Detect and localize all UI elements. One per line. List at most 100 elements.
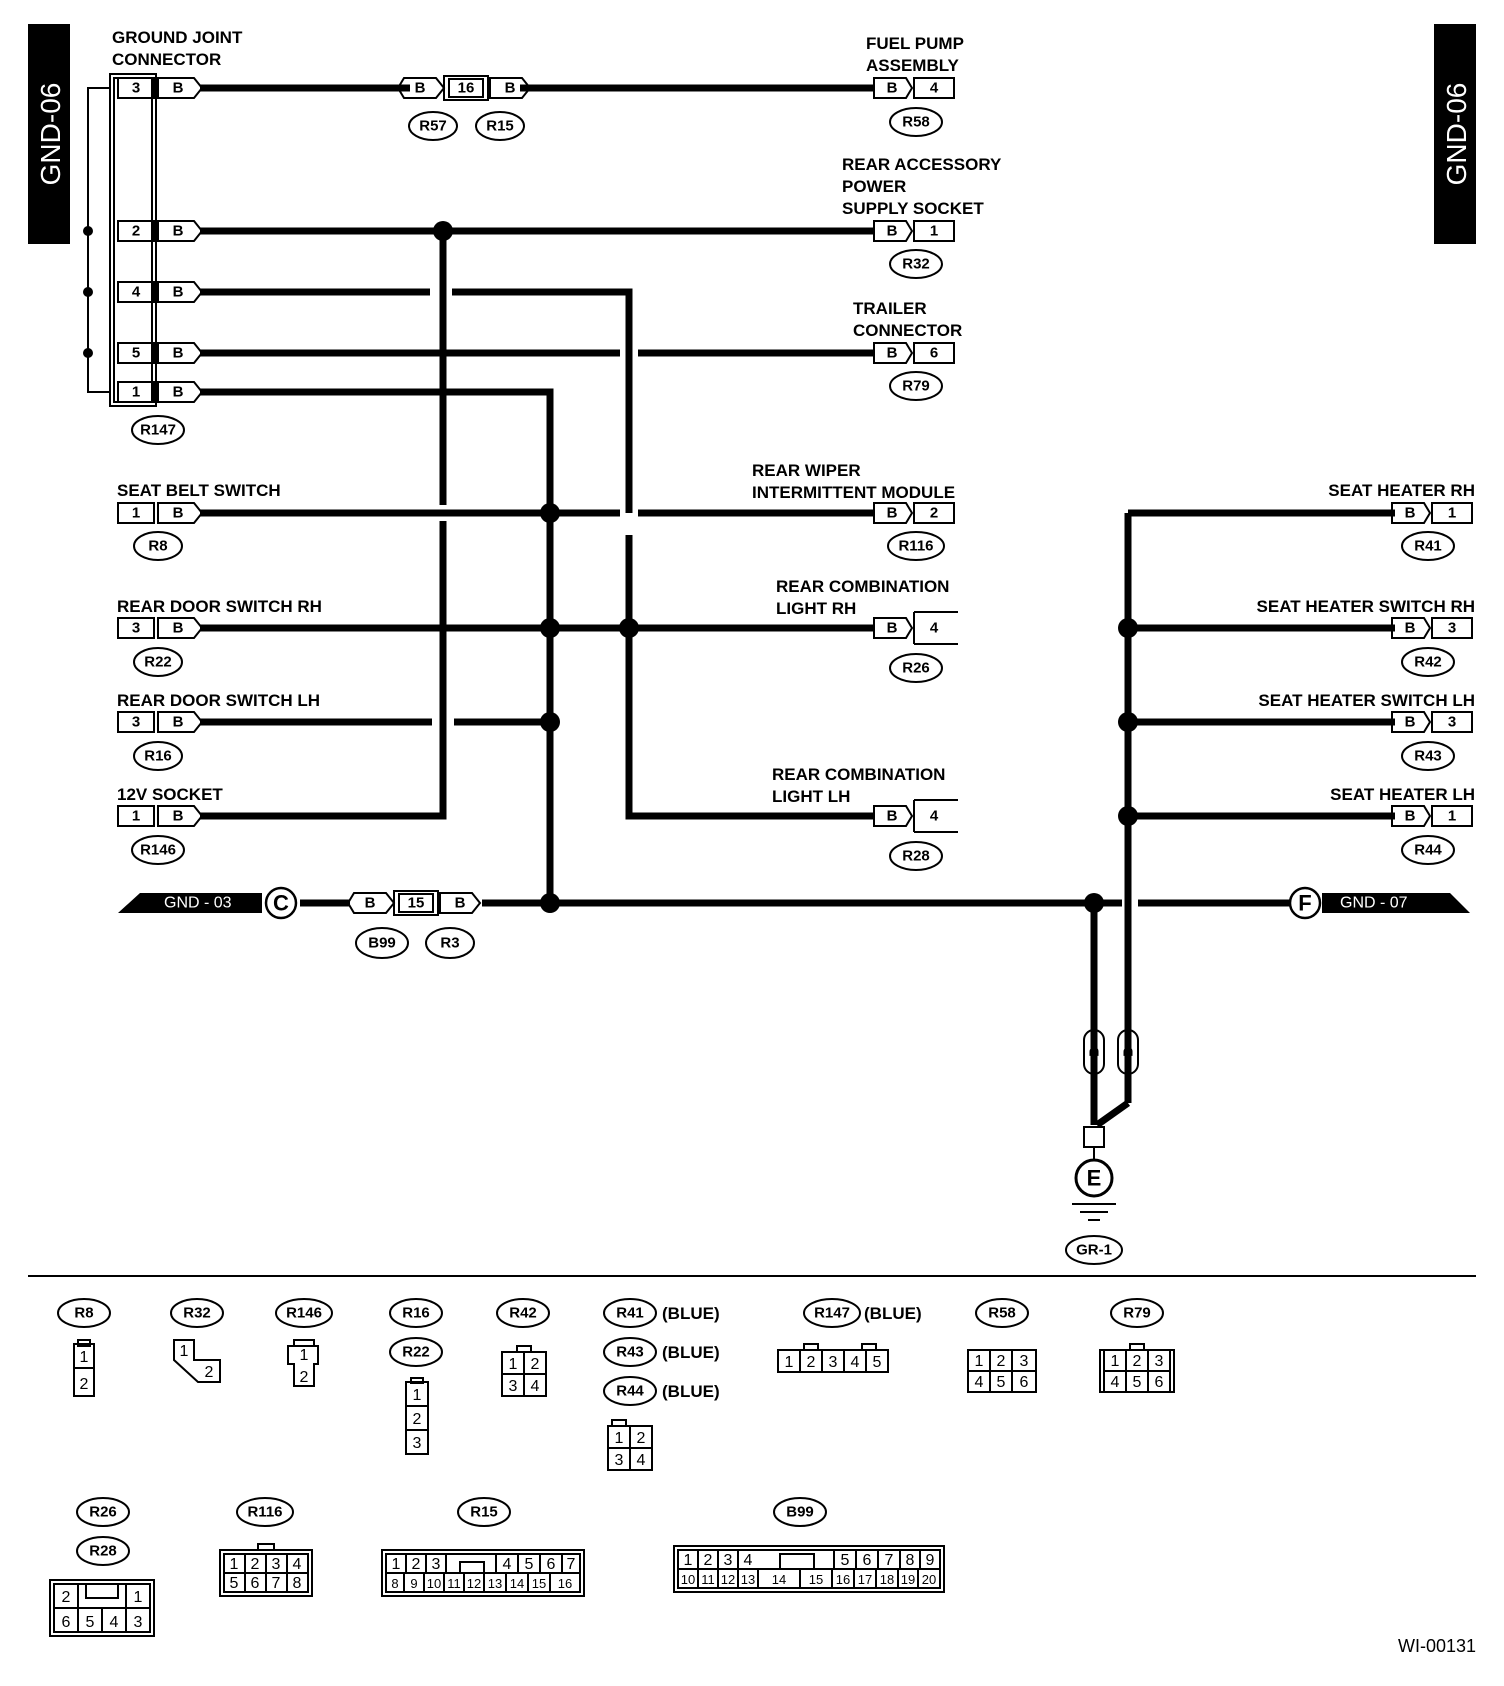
seat-heater-switch-lh-connector: SEAT HEATER SWITCH LH B 3 R43 (1258, 691, 1475, 771)
svg-text:1: 1 (180, 1343, 189, 1360)
svg-text:R43: R43 (1414, 748, 1442, 765)
svg-text:(BLUE): (BLUE) (662, 1304, 720, 1323)
svg-text:INTERMITTENT MODULE: INTERMITTENT MODULE (752, 483, 955, 502)
svg-text:3: 3 (413, 1435, 422, 1452)
svg-text:2: 2 (930, 505, 938, 522)
svg-text:16: 16 (558, 1576, 572, 1591)
seat-belt-connector: SEAT BELT SWITCH 1 B R8 (117, 481, 281, 561)
svg-text:14: 14 (772, 1572, 786, 1587)
svg-text:R42: R42 (509, 1305, 537, 1322)
seat-heater-switch-rh-connector: SEAT HEATER SWITCH RH B 3 R42 (1257, 597, 1475, 677)
svg-text:11: 11 (701, 1572, 715, 1587)
svg-text:9: 9 (926, 1552, 935, 1569)
svg-text:B: B (1087, 1047, 1102, 1056)
rear-door-lh-connector: REAR DOOR SWITCH LH 3 B R16 (117, 691, 320, 771)
svg-text:1: 1 (1448, 808, 1456, 825)
svg-text:4: 4 (1111, 1374, 1120, 1391)
svg-text:R79: R79 (1123, 1305, 1151, 1322)
svg-text:4: 4 (637, 1452, 646, 1469)
svg-text:14: 14 (510, 1576, 524, 1591)
svg-text:3: 3 (132, 620, 140, 637)
svg-text:6: 6 (930, 345, 938, 362)
ground-wire-tags: B B (1083, 1029, 1139, 1075)
svg-text:B99: B99 (368, 935, 396, 952)
svg-text:3: 3 (272, 1556, 281, 1573)
rear-comb-rh-connector: REAR COMBINATION LIGHT RH B 4 R26 (776, 577, 958, 683)
faceplate-b99: B99 1 2 3 4 5 6 7 8 9 10 11 12 13 14 15 … (673, 1497, 945, 1593)
svg-text:6: 6 (547, 1556, 556, 1573)
svg-text:2: 2 (997, 1353, 1006, 1370)
svg-text:5: 5 (525, 1556, 534, 1573)
svg-text:B: B (173, 505, 184, 522)
svg-text:15: 15 (408, 895, 425, 912)
joint-pin-row-4: 4 B (117, 281, 204, 303)
svg-text:SEAT HEATER SWITCH LH: SEAT HEATER SWITCH LH (1258, 691, 1475, 710)
svg-text:2: 2 (531, 1356, 540, 1373)
svg-text:2: 2 (205, 1364, 214, 1381)
svg-text:15: 15 (809, 1572, 823, 1587)
svg-text:6: 6 (863, 1552, 872, 1569)
svg-text:3: 3 (1448, 620, 1456, 637)
svg-text:R41: R41 (1414, 538, 1442, 555)
svg-text:R3: R3 (440, 935, 459, 952)
svg-text:R44: R44 (1414, 842, 1442, 859)
svg-text:1: 1 (413, 1387, 422, 1404)
svg-text:3: 3 (829, 1354, 838, 1371)
seat-heater-lh-connector: SEAT HEATER LH B 1 R44 (1330, 785, 1475, 865)
svg-text:GR-1: GR-1 (1076, 1242, 1112, 1259)
svg-text:2: 2 (132, 223, 140, 240)
svg-text:B: B (887, 505, 898, 522)
svg-text:B: B (1405, 808, 1416, 825)
svg-text:R32: R32 (902, 256, 930, 273)
svg-text:3: 3 (432, 1556, 441, 1573)
svg-text:10: 10 (681, 1572, 695, 1587)
rear-comb-lh-connector: REAR COMBINATION LIGHT LH B 4 R28 (772, 765, 958, 871)
svg-text:R26: R26 (89, 1504, 117, 1521)
svg-text:R15: R15 (470, 1504, 498, 1521)
svg-text:1: 1 (1111, 1353, 1120, 1370)
faceplate-r32: R32 1 2 (170, 1298, 224, 1383)
svg-text:REAR DOOR SWITCH RH: REAR DOOR SWITCH RH (117, 597, 322, 616)
svg-text:4: 4 (744, 1552, 753, 1569)
svg-text:SEAT HEATER RH: SEAT HEATER RH (1328, 481, 1475, 500)
svg-text:2: 2 (300, 1369, 309, 1386)
svg-text:1: 1 (509, 1356, 518, 1373)
svg-text:B: B (1405, 714, 1416, 731)
svg-text:5: 5 (86, 1614, 95, 1631)
svg-text:B: B (1405, 620, 1416, 637)
svg-text:R16: R16 (144, 748, 172, 765)
side-tab-right: GND-06 (1434, 24, 1476, 244)
svg-text:R58: R58 (902, 114, 930, 131)
svg-text:5: 5 (1133, 1374, 1142, 1391)
svg-text:4: 4 (930, 620, 939, 637)
svg-text:12: 12 (467, 1576, 481, 1591)
svg-text:B: B (887, 223, 898, 240)
svg-text:12V SOCKET: 12V SOCKET (117, 785, 223, 804)
svg-text:B: B (365, 895, 376, 912)
svg-text:B: B (173, 345, 184, 362)
svg-text:R26: R26 (902, 660, 930, 677)
svg-text:B: B (887, 808, 898, 825)
svg-text:R32: R32 (183, 1305, 211, 1322)
offpage-left: GND - 03 C (118, 886, 298, 920)
svg-text:2: 2 (62, 1589, 71, 1606)
svg-text:7: 7 (567, 1556, 576, 1573)
svg-text:C: C (273, 891, 289, 916)
faceplate-r26-r28: R26 R28 2 1 6 5 4 3 (49, 1497, 155, 1637)
svg-text:1: 1 (615, 1430, 624, 1447)
fuel-pump-connector: FUEL PUMP ASSEMBLY B 4 R58 (866, 34, 964, 137)
svg-text:2: 2 (1133, 1353, 1142, 1370)
svg-text:R147: R147 (814, 1305, 850, 1322)
svg-text:2: 2 (251, 1556, 260, 1573)
svg-text:3: 3 (1020, 1353, 1029, 1370)
svg-text:REAR COMBINATION: REAR COMBINATION (776, 577, 949, 596)
svg-text:R146: R146 (286, 1305, 322, 1322)
offpage-right: F GND - 07 (1288, 886, 1470, 920)
svg-text:CONNECTOR: CONNECTOR (853, 321, 962, 340)
svg-text:1: 1 (975, 1353, 984, 1370)
svg-text:3: 3 (1448, 714, 1456, 731)
svg-text:13: 13 (488, 1576, 502, 1591)
svg-text:1: 1 (300, 1347, 309, 1364)
faceplate-r41-r43-r44: R41 (BLUE) R43 (BLUE) R44 (BLUE) 1 2 3 4 (603, 1298, 720, 1471)
svg-text:B: B (887, 80, 898, 97)
